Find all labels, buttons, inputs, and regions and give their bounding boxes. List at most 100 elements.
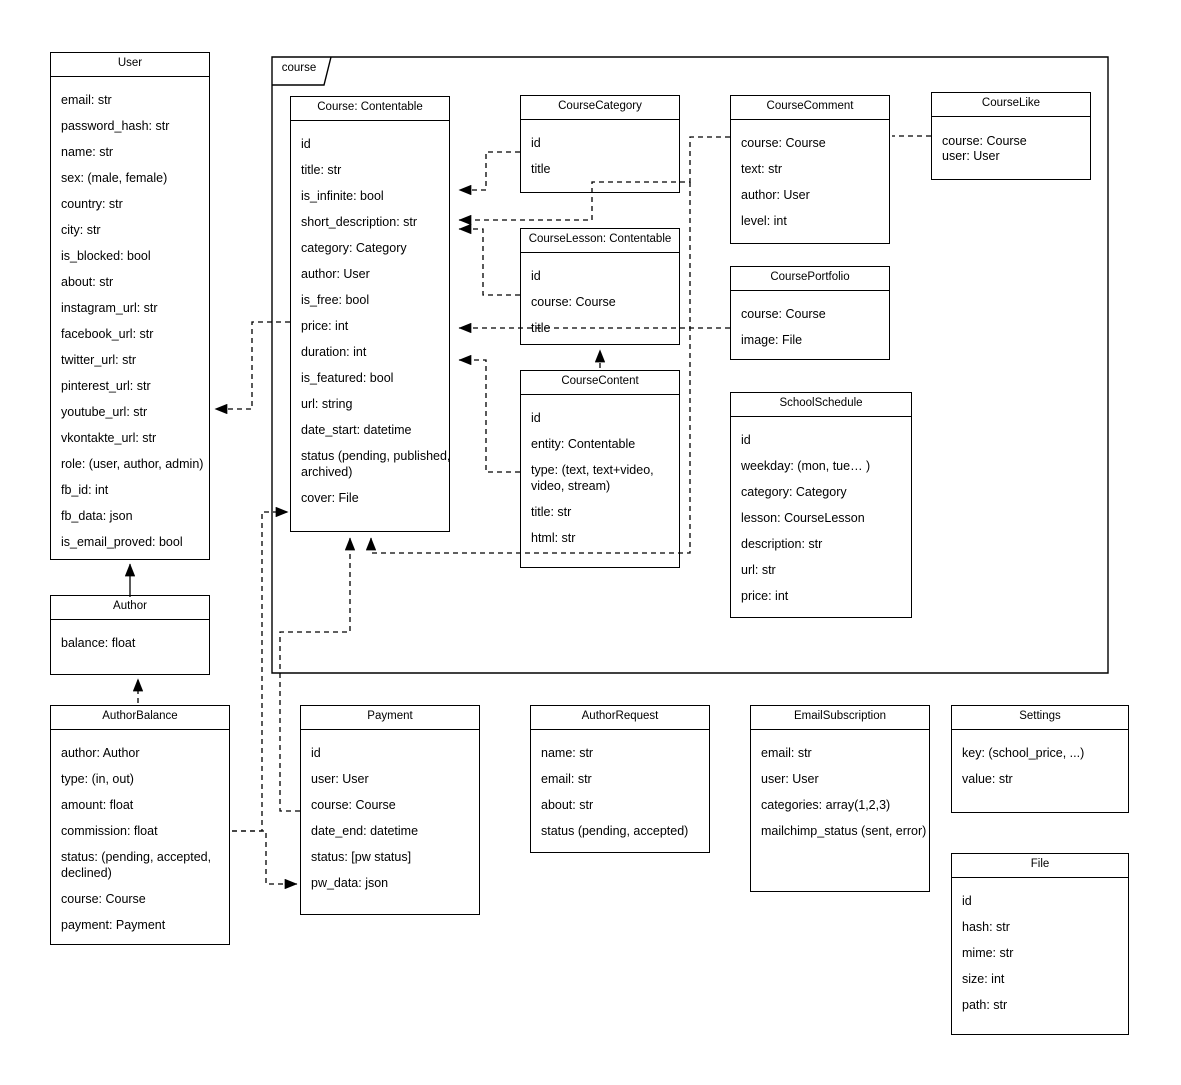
field: weekday: (mon, tue… ) — [741, 458, 907, 474]
field-line: type: (in, out) — [61, 772, 134, 786]
field: pw_data: json — [311, 875, 475, 891]
field-line: password_hash: str — [61, 119, 170, 133]
field: email: str — [541, 771, 705, 787]
entity-title-author-balance: AuthorBalance — [51, 706, 229, 730]
field-line: key: (school_price, ...) — [962, 746, 1085, 760]
field: email: str — [61, 92, 205, 108]
field-line: course: Course — [311, 798, 396, 812]
field: about: str — [541, 797, 705, 813]
field: price: int — [301, 318, 445, 334]
field: short_description: str — [301, 214, 445, 230]
field: id — [301, 136, 445, 152]
edge-courselesson-to-course — [458, 223, 520, 296]
field-line: balance: float — [61, 636, 136, 650]
field: commission: float — [61, 823, 225, 839]
edge-coursecategory-to-course — [458, 151, 520, 196]
field-line: category: Category — [301, 241, 407, 255]
field-line: id — [531, 269, 541, 283]
field: vkontakte_url: str — [61, 430, 205, 446]
field: lesson: CourseLesson — [741, 510, 907, 526]
field-line: mime: str — [962, 946, 1014, 960]
field: id — [311, 745, 475, 761]
field: user: User — [942, 149, 1086, 164]
field: user: User — [311, 771, 475, 787]
field: youtube_url: str — [61, 404, 205, 420]
field-line: pinterest_url: str — [61, 379, 151, 393]
field: html: str — [531, 530, 675, 546]
field-line: is_blocked: bool — [61, 249, 151, 263]
field: is_infinite: bool — [301, 188, 445, 204]
field: is_email_proved: bool — [61, 534, 205, 550]
field: is_featured: bool — [301, 370, 445, 386]
entity-fields: balance: float — [51, 620, 209, 651]
field: date_end: datetime — [311, 823, 475, 839]
entity-fields: email: str password_hash: str name: str sex… — [51, 77, 209, 550]
field-line: sex: (male, female) — [61, 171, 168, 185]
field: user: User — [761, 771, 925, 787]
field-line: title: str — [301, 163, 342, 177]
field-line: price: int — [301, 319, 349, 333]
field-line: weekday: (mon, tue… ) — [741, 459, 871, 473]
field-line: vkontakte_url: str — [61, 431, 157, 445]
field: url: str — [741, 562, 907, 578]
field-line: name: str — [61, 145, 114, 159]
field-line: short_description: str — [301, 215, 418, 229]
field-line: price: int — [741, 589, 789, 603]
field-line: hash: str — [962, 920, 1010, 934]
entity-title-email-subscription: EmailSubscription — [751, 706, 929, 730]
edge-coursecontent-to-course — [458, 354, 520, 473]
field-line: city: str — [61, 223, 101, 237]
entity-title-payment: Payment — [301, 706, 479, 730]
field-line: url: str — [741, 563, 776, 577]
field: text: str — [741, 161, 885, 177]
field-line: duration: int — [301, 345, 367, 359]
field: size: int — [962, 971, 1124, 987]
field-line: fb_id: int — [61, 483, 109, 497]
field-line: name: str — [541, 746, 594, 760]
field: author: Author — [61, 745, 225, 761]
field: path: str — [962, 997, 1124, 1013]
entity-title-course-lesson: CourseLesson: Contentable — [521, 229, 679, 253]
field-line: url: string — [301, 397, 353, 411]
field-line: size: int — [962, 972, 1005, 986]
field-line: html: str — [531, 531, 576, 545]
field-line: course: Course — [942, 134, 1027, 148]
field-line: declined) — [61, 866, 112, 880]
field-line: twitter_url: str — [61, 353, 137, 367]
field: amount: float — [61, 797, 225, 813]
field-line: amount: float — [61, 798, 134, 812]
field: about: str — [61, 274, 205, 290]
field: status (pending, published,archived) — [301, 448, 450, 480]
field-line: user: User — [311, 772, 369, 786]
field-line: status (pending, published, — [301, 449, 450, 463]
field-line: date_start: datetime — [301, 423, 412, 437]
entity-title-school-schedule: SchoolSchedule — [731, 393, 911, 417]
field: course: Course — [741, 135, 885, 151]
field: mime: str — [962, 945, 1124, 961]
field: name: str — [541, 745, 705, 761]
field: status (pending, accepted) — [541, 823, 705, 839]
field: twitter_url: str — [61, 352, 205, 368]
entity-title-course-content: CourseContent — [521, 371, 679, 395]
group-label-course: course — [281, 62, 317, 74]
field-line: facebook_url: str — [61, 327, 154, 341]
edge-authorbalance-to-course — [232, 506, 289, 832]
field-line: video, stream) — [531, 479, 611, 493]
field-line: id — [962, 894, 972, 908]
entity-fields: id title: str is_infinite: bool short_descr… — [291, 121, 449, 506]
field: image: File — [741, 332, 885, 348]
field-line: author: User — [301, 267, 370, 281]
field-line: email: str — [541, 772, 592, 786]
field-line: cover: File — [301, 491, 359, 505]
field-line: type: (text, text+video, — [531, 463, 654, 477]
